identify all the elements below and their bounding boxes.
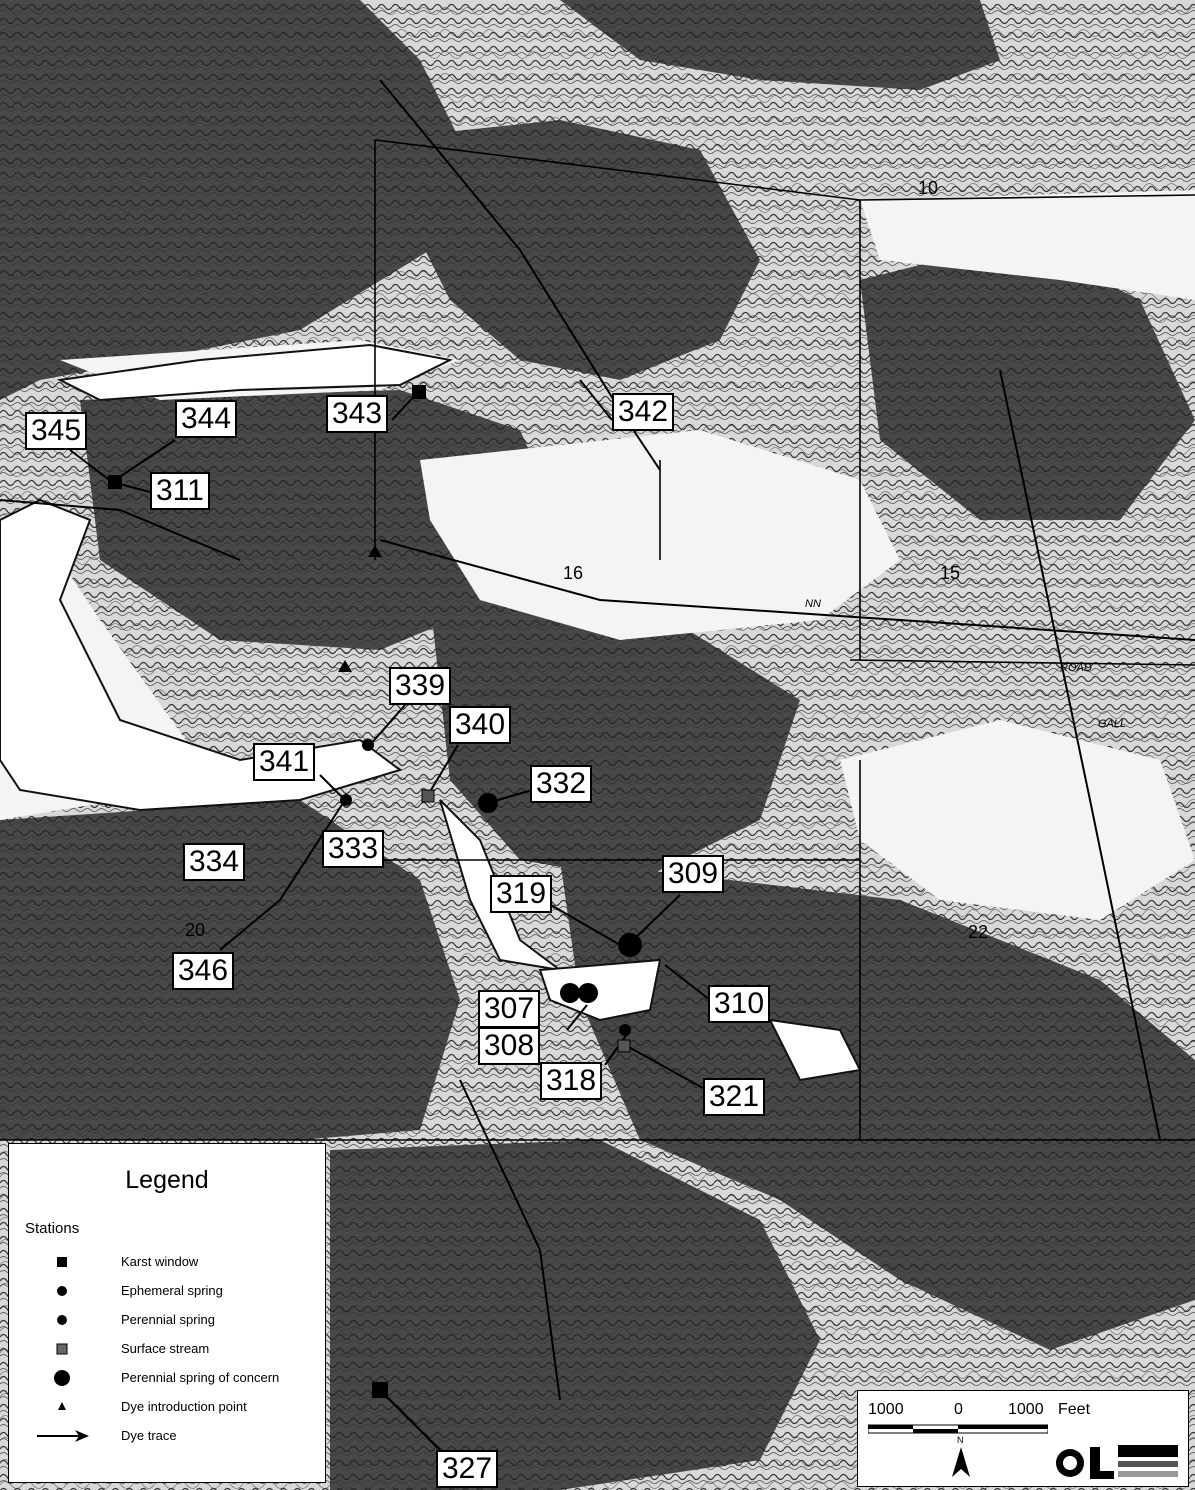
scale-left-value: 1000 xyxy=(868,1401,904,1418)
legend-item-label: Perennial spring xyxy=(121,1312,215,1327)
legend-item-label: Ephemeral spring xyxy=(121,1283,223,1298)
station-symbols xyxy=(108,385,642,1398)
section-number: 16 xyxy=(563,563,584,583)
legend-item-label: Dye introduction point xyxy=(121,1399,247,1414)
legend-subtitle: Stations xyxy=(25,1220,80,1237)
station-label-319: 319 xyxy=(490,875,553,913)
legend-item: Perennial spring of concern xyxy=(29,1368,319,1388)
dye-introduction-point-marker xyxy=(368,545,382,557)
station-label-344: 344 xyxy=(175,400,238,438)
legend-item-label: Dye trace xyxy=(121,1428,177,1443)
section-number: 22 xyxy=(968,922,989,942)
legend-item: Surface stream xyxy=(29,1339,319,1359)
perennial-spring-marker xyxy=(362,739,374,751)
roads xyxy=(0,79,1195,1471)
ephemeral-spring-icon xyxy=(57,1286,67,1296)
station-label-309: 309 xyxy=(662,855,725,893)
scale-bar-graphic xyxy=(868,1424,1048,1434)
surface-stream-marker xyxy=(421,789,435,803)
legend-item-label: Perennial spring of concern xyxy=(121,1370,280,1385)
station-label-308: 308 xyxy=(478,1027,541,1065)
station-label-321: 321 xyxy=(703,1078,766,1116)
surface-stream-icon xyxy=(56,1343,68,1355)
legend-item-label: Karst window xyxy=(121,1254,199,1269)
station-label-333: 333 xyxy=(322,830,385,868)
scale-mid-value: 0 xyxy=(954,1401,963,1418)
legend-item: Karst window xyxy=(29,1252,319,1272)
legend-item: Perennial spring xyxy=(29,1310,319,1330)
karst-window-marker xyxy=(412,385,426,399)
surface-stream-marker xyxy=(617,1039,631,1053)
legend-title: Legend xyxy=(125,1166,209,1194)
dye-trace-icon xyxy=(37,1430,89,1442)
karst-window-marker xyxy=(108,475,122,489)
station-label-346: 346 xyxy=(172,952,235,990)
legend-item: Dye introduction point xyxy=(29,1397,319,1417)
north-arrow-label: N xyxy=(957,1435,964,1445)
station-label-307: 307 xyxy=(478,990,541,1028)
station-label-340: 340 xyxy=(449,706,512,744)
scale-unit: Feet xyxy=(1058,1401,1091,1418)
section-number: 15 xyxy=(940,563,961,583)
section-number: 20 xyxy=(185,920,206,940)
legend: Legend Stations Karst window Ephemeral s… xyxy=(8,1143,326,1483)
scale-right-value: 1000 xyxy=(1008,1401,1044,1418)
ephemeral-spring-marker xyxy=(619,1024,631,1036)
station-label-345: 345 xyxy=(25,412,88,450)
perennial-spring-marker xyxy=(340,794,352,806)
perennial-spring-of-concern-icon xyxy=(54,1370,70,1386)
section-number: 10 xyxy=(918,178,939,198)
dye-introduction-point-icon xyxy=(58,1402,66,1410)
legend-item: Ephemeral spring xyxy=(29,1281,319,1301)
legend-item-label: Surface stream xyxy=(121,1341,210,1356)
agency-logo xyxy=(1056,1445,1178,1479)
lake xyxy=(0,343,862,1082)
perennial-spring-of-concern-marker xyxy=(560,983,580,1003)
perennial-spring-of-concern-marker xyxy=(578,983,598,1003)
station-label-332: 332 xyxy=(530,765,593,803)
road-label: ROAD xyxy=(1060,662,1092,674)
north-arrow-icon xyxy=(952,1447,970,1477)
legend-item: Dye trace xyxy=(29,1426,319,1446)
karst-window-marker xyxy=(372,1382,388,1398)
road-label: NN xyxy=(805,598,821,610)
karst-window-icon xyxy=(57,1257,67,1267)
station-label-310: 310 xyxy=(708,985,771,1023)
station-label-342: 342 xyxy=(612,393,675,431)
scale-bar: 1000 0 1000 Feet N xyxy=(857,1390,1189,1487)
station-label-334: 334 xyxy=(183,843,246,881)
perennial-spring-of-concern-marker xyxy=(478,793,498,813)
road-label: GALL xyxy=(1098,718,1127,730)
perennial-spring-icon xyxy=(57,1315,67,1325)
station-label-341: 341 xyxy=(253,743,316,781)
dye-introduction-point-marker xyxy=(338,660,352,672)
station-label-318: 318 xyxy=(540,1062,603,1100)
station-label-343: 343 xyxy=(326,395,389,433)
station-label-327: 327 xyxy=(436,1450,499,1488)
perennial-spring-of-concern-marker xyxy=(618,933,642,957)
section-grid xyxy=(0,139,1195,1141)
station-label-311: 311 xyxy=(150,472,210,510)
station-label-339: 339 xyxy=(389,667,452,705)
